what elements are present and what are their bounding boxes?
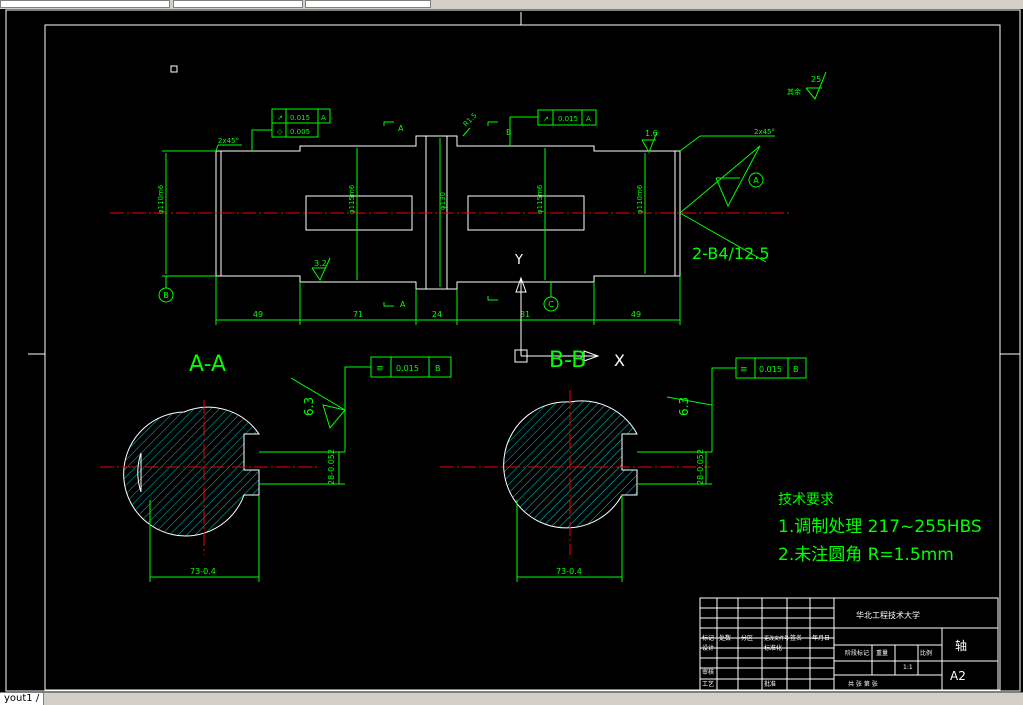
gtol-symbol-3: ↗ bbox=[543, 115, 549, 123]
dim-81: 81 bbox=[520, 310, 530, 319]
tb-h2: 处数 bbox=[719, 634, 731, 642]
diameter-dimensions bbox=[162, 138, 646, 287]
tol-sym-bb: 0.015 bbox=[759, 365, 782, 374]
tech-title: 技术要求 bbox=[778, 492, 834, 508]
datum-a: A bbox=[753, 176, 759, 185]
sym-icon-bb: ≡ bbox=[740, 365, 748, 375]
section-mark-a-top: A bbox=[398, 124, 404, 133]
tb-r8: 批准 bbox=[764, 680, 776, 688]
center-hole-leader bbox=[679, 145, 767, 263]
length-dimensions bbox=[215, 276, 681, 325]
dim-71: 71 bbox=[353, 310, 363, 319]
tol-circ-3-ref: A bbox=[586, 115, 591, 123]
roughness-63-right: 6.3 bbox=[677, 397, 691, 416]
sheet-inner-frame bbox=[44, 24, 1001, 691]
tol-circ-2: 0.005 bbox=[290, 128, 310, 136]
layer-dropdown[interactable] bbox=[0, 0, 170, 8]
dim-73-bb: 73-0.4 bbox=[556, 567, 582, 576]
chamfer-left: 2x45° bbox=[218, 137, 239, 145]
section-aa-view bbox=[123, 406, 260, 537]
roughness-32: 3.2 bbox=[314, 259, 327, 268]
drawing-canvas[interactable]: φ110m6 φ115m6 φ130 φ115m6 φ110m6 49 71 2… bbox=[0, 9, 1023, 692]
ucs-axis-y: Y bbox=[514, 253, 523, 268]
dim-d5: φ110m6 bbox=[636, 184, 644, 214]
dim-24: 24 bbox=[432, 310, 442, 319]
tb-h1: 标记 bbox=[702, 634, 714, 642]
dim-d4: φ115m6 bbox=[536, 184, 544, 214]
pickbox-icon bbox=[170, 65, 178, 73]
tb-r4: 重量 bbox=[876, 649, 888, 657]
tb-h5: 签名 bbox=[790, 634, 802, 642]
roughness-rest-label: 其余 bbox=[787, 87, 801, 96]
roughness-16: 1.6 bbox=[645, 129, 658, 138]
chamfer-right: 2x45° bbox=[754, 128, 775, 136]
gtol-symbol-1: ↗ bbox=[277, 114, 283, 122]
tb-r7: 工艺 bbox=[702, 680, 714, 688]
note-2b4: 2-B4/12.5 bbox=[692, 244, 770, 263]
layout-tab[interactable]: yout1 / bbox=[0, 693, 45, 705]
tb-r2: 标准化 bbox=[764, 644, 782, 652]
sym-icon-aa: ≡ bbox=[376, 364, 384, 374]
section-bb-dims bbox=[516, 357, 807, 582]
dim-key-aa: 28-0.052 bbox=[327, 449, 336, 485]
dim-d3: φ130 bbox=[439, 192, 447, 210]
ucs-axis-x: X bbox=[614, 351, 625, 370]
section-cut-marks bbox=[383, 121, 498, 307]
tb-h4: 更改文件号 bbox=[764, 635, 789, 642]
layout-tab-bar: yout1 / bbox=[0, 692, 1023, 705]
roughness-symbols bbox=[311, 71, 827, 282]
section-bb-label: B-B bbox=[549, 348, 586, 373]
tol-circ-1-ref: A bbox=[321, 114, 326, 122]
leader-lines bbox=[215, 127, 775, 152]
tol-circ-1: 0.015 bbox=[290, 114, 310, 122]
title-school: 华北工程技术大学 bbox=[856, 610, 920, 620]
section-mark-b-top: B bbox=[506, 128, 512, 137]
tol-circ-3: 0.015 bbox=[558, 115, 578, 123]
tb-r3: 阶段标记 bbox=[845, 649, 869, 657]
sheet-outer-frame bbox=[5, 9, 1021, 692]
title-block bbox=[699, 597, 999, 691]
dim-key-bb: 28-0.052 bbox=[696, 449, 705, 485]
tol-sym-aa: 0.015 bbox=[396, 364, 419, 373]
section-mark-a-bottom: A bbox=[400, 300, 406, 309]
tb-r5: 比例 bbox=[920, 649, 932, 657]
lineweight-dropdown[interactable] bbox=[305, 0, 431, 8]
datum-c: C bbox=[548, 300, 554, 309]
gtol-symbol-2: ◇ bbox=[277, 128, 283, 136]
title-size: A2 bbox=[950, 669, 966, 683]
gtol-frames-top bbox=[251, 108, 597, 151]
section-aa-dims bbox=[149, 356, 452, 582]
tol-sym-aa-ref: B bbox=[435, 364, 441, 373]
tb-r9: 共 张 第 张 bbox=[848, 680, 878, 688]
radius-r15: R1.5 bbox=[462, 111, 479, 128]
tb-r1: 设计 bbox=[702, 644, 714, 652]
dim-49-left: 49 bbox=[253, 310, 263, 319]
tb-h6: 年月日 bbox=[812, 634, 830, 642]
title-part: 轴 bbox=[955, 638, 967, 653]
tol-sym-bb-ref: B bbox=[793, 365, 799, 374]
tech-line2: 2.未注圆角 R=1.5mm bbox=[778, 545, 954, 565]
roughness-63-left: 6.3 bbox=[302, 397, 316, 416]
datum-b: B bbox=[163, 291, 169, 300]
section-aa-label: A-A bbox=[189, 352, 226, 377]
dim-49-right: 49 bbox=[631, 310, 641, 319]
dim-d1: φ110m6 bbox=[157, 184, 165, 214]
ucs-icon bbox=[514, 276, 600, 363]
linetype-dropdown[interactable] bbox=[173, 0, 303, 8]
title-scale: 1:1 bbox=[903, 664, 913, 671]
tb-r6: 审核 bbox=[702, 668, 714, 676]
datum-markers bbox=[158, 172, 764, 312]
tb-h3: 分区 bbox=[741, 634, 753, 642]
drawing-svg: φ110m6 φ115m6 φ130 φ115m6 φ110m6 49 71 2… bbox=[5, 9, 1021, 692]
tech-line1: 1.调制处理 217~255HBS bbox=[778, 517, 982, 537]
roughness-rest-value: 25 bbox=[811, 75, 821, 84]
dim-d2: φ115m6 bbox=[348, 184, 356, 214]
dim-73-aa: 73-0.4 bbox=[190, 567, 216, 576]
